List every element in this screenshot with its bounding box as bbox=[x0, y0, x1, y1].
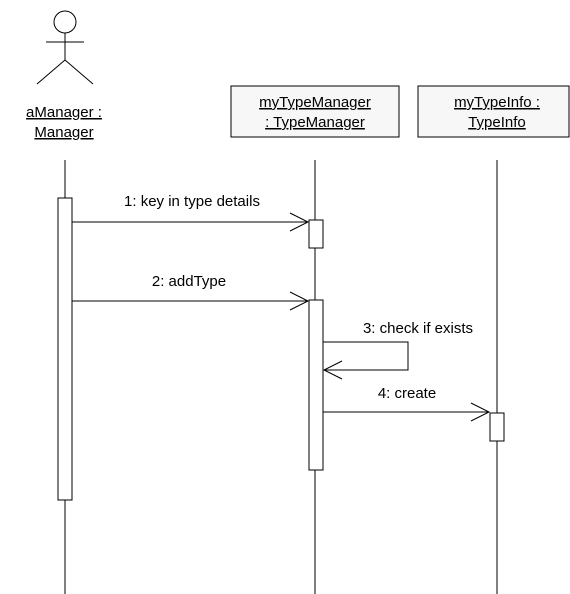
typemanager-activation-1 bbox=[308, 219, 324, 249]
typemanager-object-name: myTypeManager bbox=[259, 94, 371, 111]
message-2-arrowhead bbox=[289, 291, 310, 311]
typemanager-object-box bbox=[230, 85, 400, 138]
typeinfo-object-name: myTypeInfo : bbox=[454, 94, 540, 111]
typeinfo-object-class: TypeInfo bbox=[468, 114, 526, 131]
actor-name: aManager : bbox=[26, 104, 102, 121]
actor-figure bbox=[36, 10, 94, 85]
manager-activation bbox=[57, 197, 73, 501]
message-1-arrowhead bbox=[289, 212, 310, 232]
message-1-label: 1: key in type details bbox=[124, 193, 260, 210]
typeinfo-activation bbox=[489, 412, 505, 442]
typemanager-activation-2 bbox=[308, 299, 324, 471]
message-3-arrowhead bbox=[322, 360, 343, 380]
message-2-label: 2: addType bbox=[152, 273, 226, 290]
message-4-arrowhead bbox=[470, 402, 491, 422]
message-3-arrow bbox=[323, 341, 409, 371]
message-3-label: 3: check if exists bbox=[363, 320, 473, 337]
actor-class: Manager bbox=[34, 124, 93, 141]
message-4-label: 4: create bbox=[378, 385, 436, 402]
typeinfo-object-box bbox=[417, 85, 570, 138]
typemanager-object-class: : TypeManager bbox=[265, 114, 365, 131]
